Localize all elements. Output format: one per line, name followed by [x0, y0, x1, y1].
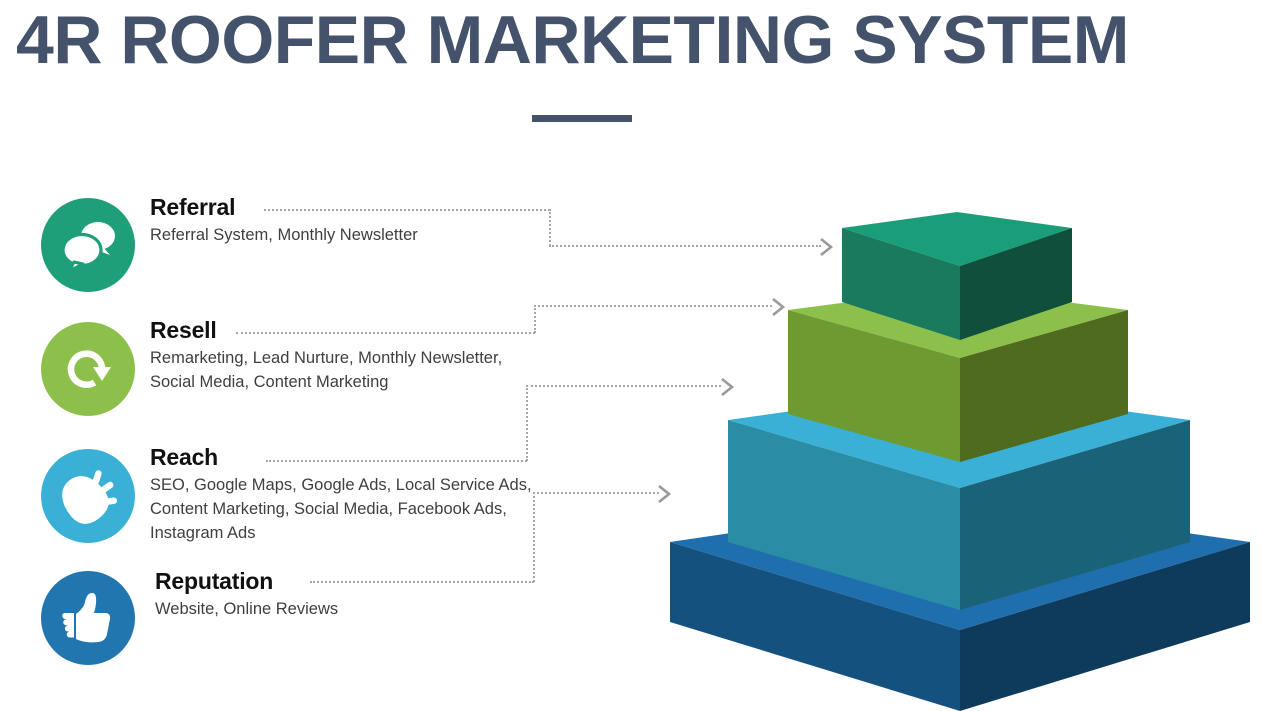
legend-text-reputation: Reputation Website, Online Reviews	[155, 568, 555, 621]
legend-title: Referral	[150, 194, 236, 220]
page-title: 4R ROOFER MARKETING SYSTEM	[16, 2, 1129, 78]
legend-text-resell: Resell Remarketing, Lead Nurture, Monthl…	[150, 317, 550, 394]
legend-list: Referral Referral System, Monthly Newsle…	[41, 194, 555, 665]
legend-title: Reach	[150, 444, 219, 470]
legend-description: Remarketing, Lead Nurture, Monthly Newsl…	[150, 349, 503, 391]
megaphone-icon	[41, 449, 135, 543]
legend-text-reach: Reach SEO, Google Maps, Google Ads, Loca…	[150, 444, 540, 545]
legend-description: Referral System, Monthly Newsletter	[150, 226, 418, 244]
legend-text-referral: Referral Referral System, Monthly Newsle…	[150, 194, 550, 247]
pyramid-chart	[660, 190, 1260, 711]
refresh-cycle-icon	[41, 322, 135, 416]
thumbs-up-icon	[41, 571, 135, 665]
legend-title: Reputation	[155, 568, 274, 594]
speech-bubbles-icon	[41, 198, 135, 292]
pyramid-tier-referral	[842, 212, 1072, 340]
legend-title: Resell	[150, 317, 217, 343]
legend-description: Website, Online Reviews	[155, 600, 339, 618]
title-accent-rule	[532, 115, 632, 122]
legend-description: SEO, Google Maps, Google Ads, Local Serv…	[150, 476, 532, 542]
